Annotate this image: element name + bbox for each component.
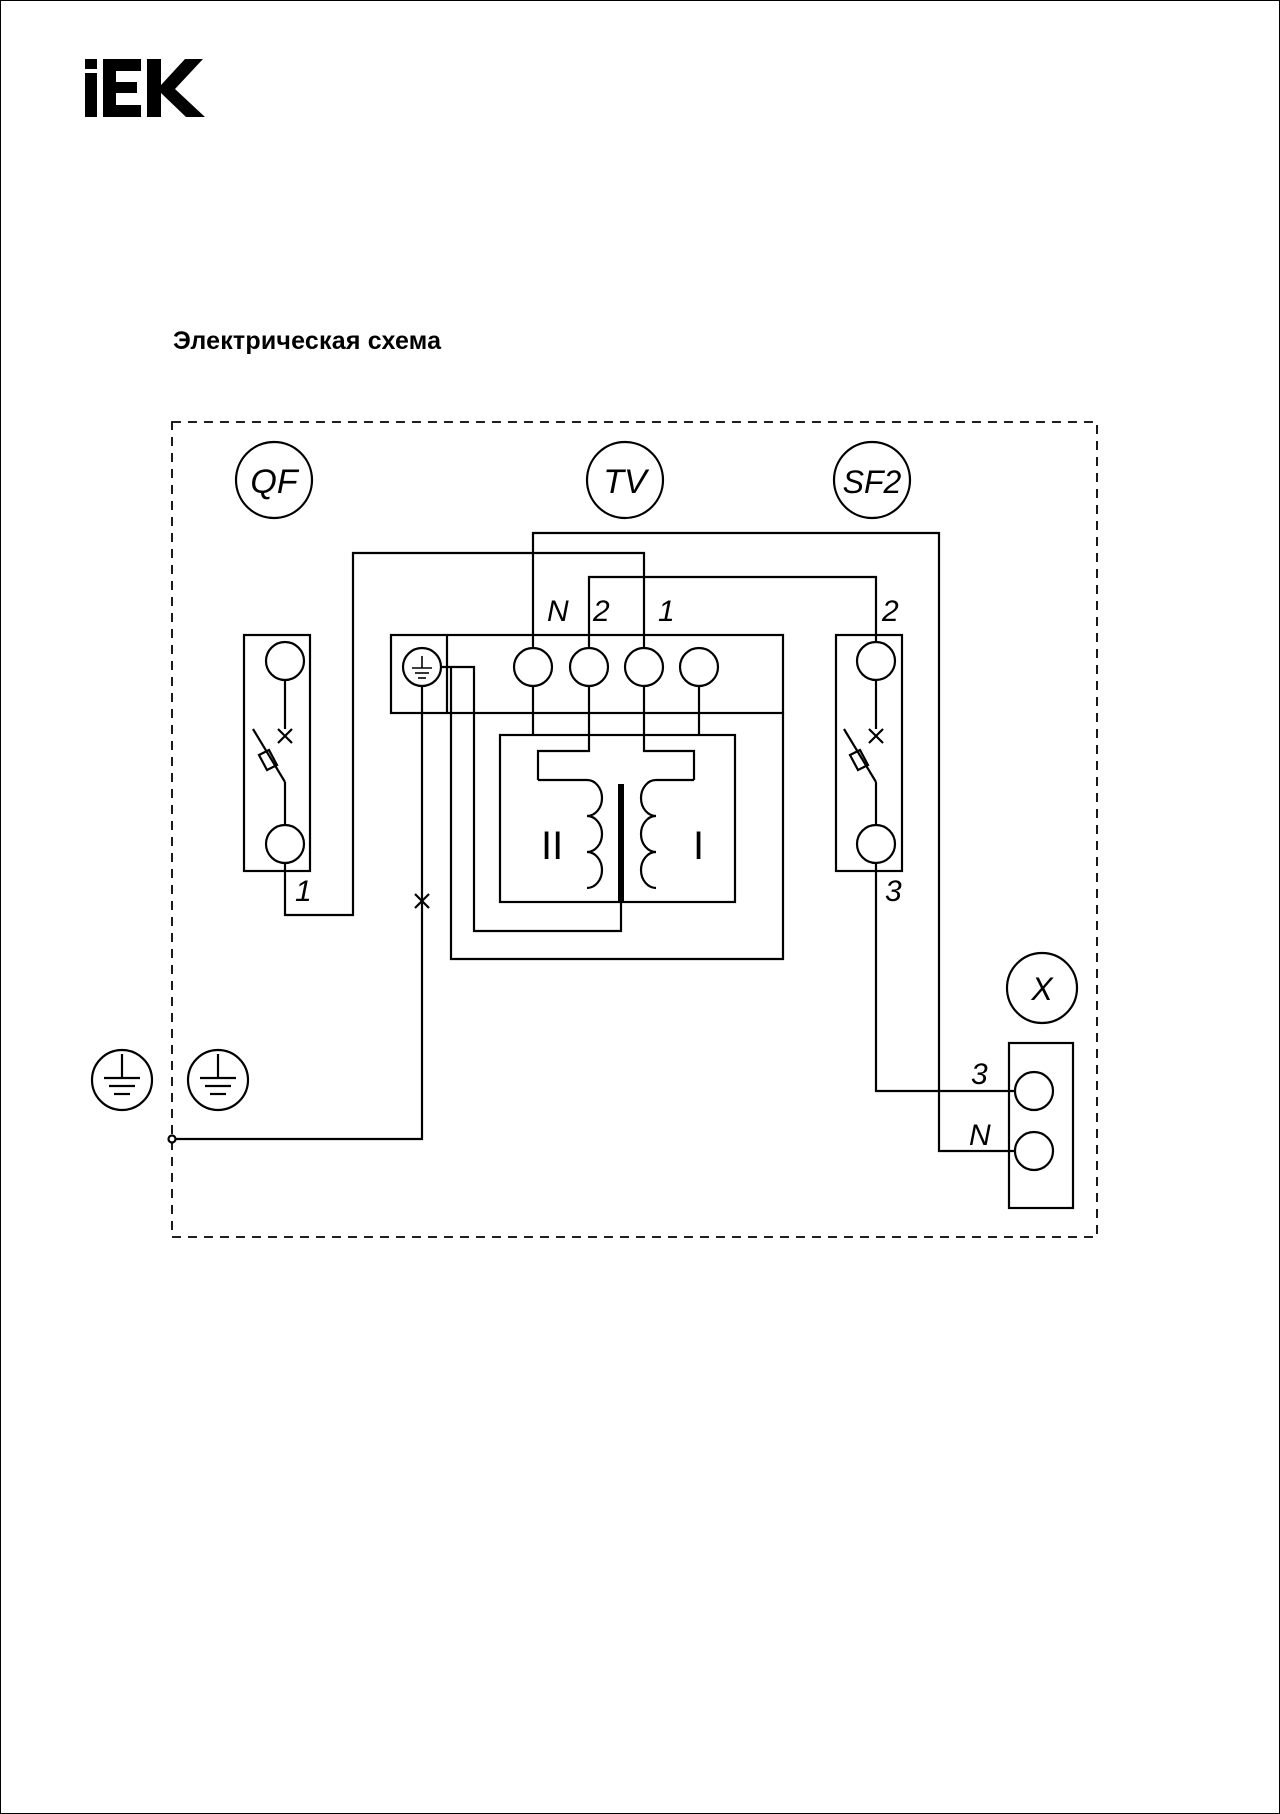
iek-logo [85,59,205,117]
diagram-title: Электрическая схема [173,327,442,355]
sf2-terminal-3: 3 [885,875,902,908]
block-ground-icon [412,656,432,679]
tv-terminal-1: 1 [658,595,675,628]
qf-designator-circle [234,440,314,520]
x-terminal-block [1007,1041,1075,1210]
wire-2 [587,575,878,648]
x-terminal-n: N [969,1119,991,1152]
primary-winding-label: I [693,824,704,868]
wire-1 [283,551,646,917]
ground-icon [186,1048,250,1112]
sf2-terminal-2: 2 [881,595,899,628]
secondary-winding [586,778,604,890]
x-terminal-3: 3 [971,1058,988,1091]
primary-winding [639,778,657,890]
tv-terminal-2: 2 [592,595,610,628]
tv-label: TV [603,463,650,501]
sf2-breaker [834,633,904,873]
transformer-frame [498,733,737,904]
qf-terminal-1: 1 [295,875,312,908]
qf-breaker [242,633,312,873]
x-label: X [1030,971,1054,1007]
sf2-label: SF2 [843,464,902,500]
wire-n [531,531,1015,1153]
wire-3 [874,863,1015,1093]
wire-pe [172,686,424,1141]
ground-icon [90,1048,154,1112]
enclosure-boundary [171,421,1098,1238]
qf-label: QF [250,463,299,501]
x-designator-circle [1005,951,1079,1025]
tv-terminal-n: N [547,595,569,628]
secondary-winding-label: II [541,824,563,868]
sf2-designator-circle [832,440,912,520]
tv-terminal-block [389,633,785,715]
tv-designator-circle [585,440,665,520]
